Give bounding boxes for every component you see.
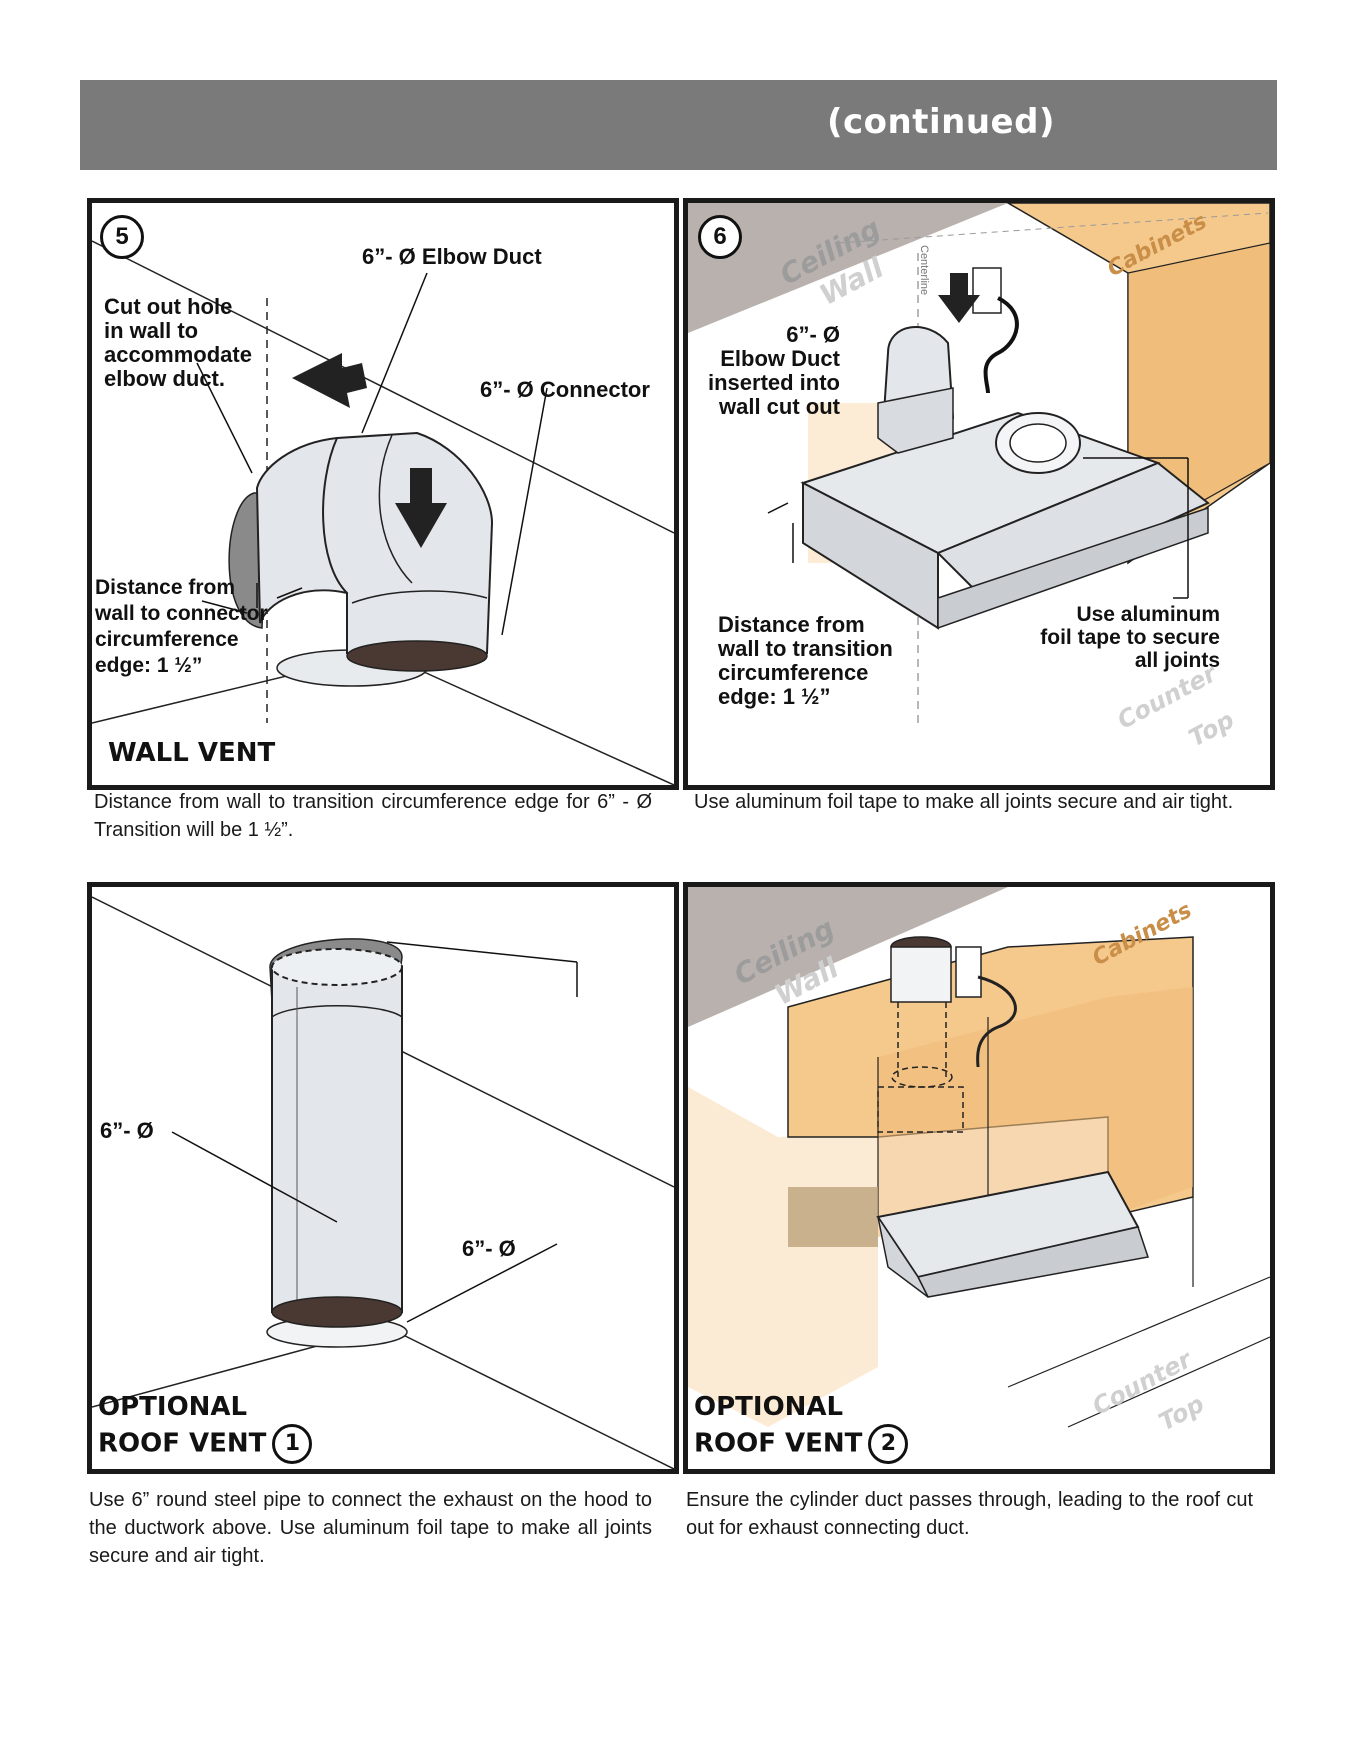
step-number: 2 [868,1424,909,1464]
roof-vent-title-text: ROOF VENT [694,1428,863,1459]
roof-vent-2-caption: Ensure the cylinder duct passes through,… [686,1489,1253,1539]
wall-vent-title: WALL VENT [108,738,276,768]
pipe-label-1: 6”- Ø [100,1118,154,1143]
roof-vent-cabinet-illustration [688,887,1270,1428]
panel-optional-roof-vent-2: Ceiling Wall Cabinets Counter Top OPTION… [683,882,1275,1474]
step-6-caption: Use aluminum foil tape to make all joint… [694,791,1234,813]
roof-vent-title-text: ROOF VENT [98,1428,267,1459]
section-header: (continued) [80,80,1277,170]
wall-vent-illustration [92,240,674,785]
centerline-label: Centerline [918,245,930,296]
wall-vent-caption: Distance from wall to transition circumf… [94,791,652,841]
step-number: 5 [100,215,144,259]
distance-label: Distance from wall to transition circumf… [718,612,893,709]
step-number: 6 [698,215,742,259]
panel-step-6: 6 Ceiling Wall Cabinets Centerline 6”- Ø… [683,198,1275,790]
cutout-label: Cut out hole in wall to accommodate elbo… [104,294,252,391]
step-number: 1 [272,1424,313,1464]
hood-install-illustration [688,203,1270,723]
connector-label: 6”- Ø Connector [480,377,650,402]
panel-wall-vent: 5 6”- Ø Elbow Duct 6”- Ø Connector Cut o… [87,198,679,790]
pipe-label-2: 6”- Ø [462,1236,516,1261]
elbow-duct-label: 6”- Ø Elbow Duct [362,244,542,269]
roof-vent-pipe-illustration [92,896,674,1469]
distance-label: Distance from wall to connector circumfe… [95,576,268,677]
roof-vent-1-caption: Use 6” round steel pipe to connect the e… [89,1489,652,1567]
roof-vent-title-line1: OPTIONAL [98,1392,248,1422]
header-title: (continued) [826,102,1055,142]
foil-tape-label: Use aluminum foil tape to secure all joi… [1040,603,1220,672]
elbow-duct-label: 6”- Ø Elbow Duct inserted into wall cut … [707,322,840,419]
roof-vent-title-line1: OPTIONAL [694,1392,844,1422]
